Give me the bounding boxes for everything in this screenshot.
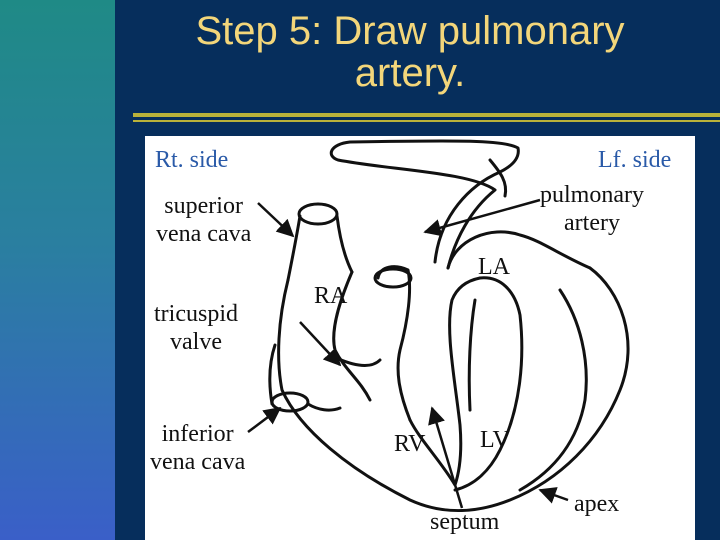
- pulmonary-artery-label: pulmonary artery: [540, 181, 644, 237]
- superior-vena-cava-opening: [297, 202, 339, 226]
- apex-label: apex: [574, 491, 620, 517]
- aorta-inner-loop: [376, 265, 412, 422]
- title-divider-thin: [133, 120, 720, 122]
- arrow-superior-vena-cava: [257, 202, 295, 238]
- superior-vena-cava-label-line2: vena cava: [156, 221, 252, 247]
- left-ventricle-inner: [453, 276, 524, 492]
- left-side-label: Lf. side: [598, 147, 672, 173]
- tricuspid-valve-label: tricuspid valve: [154, 300, 238, 356]
- slide-title: Step 5: Draw pulmonary artery.: [130, 10, 690, 94]
- pulmonary-artery-label-line2: artery: [564, 210, 620, 236]
- superior-vena-cava-label-line1: superior: [164, 193, 243, 219]
- left-atrium-outline: [446, 230, 592, 270]
- left-atrium-label: LA: [478, 254, 510, 280]
- arrow-tricuspid-valve: [299, 321, 342, 367]
- aortic-opening: [373, 267, 413, 289]
- inferior-vena-cava-label-line2: vena cava: [150, 449, 246, 475]
- right-ventricle-label: RV: [394, 431, 426, 457]
- heart-diagram-panel: [145, 136, 695, 540]
- inferior-vena-cava-label-line1: inferior: [161, 421, 234, 447]
- left-accent-band: [0, 0, 115, 540]
- tricuspid-valve-label-line2: valve: [170, 329, 222, 355]
- tricuspid-valve-label-line1: tricuspid: [154, 301, 238, 327]
- right-side-label: Rt. side: [155, 147, 229, 173]
- septum-wall: [408, 276, 482, 487]
- heart-outline-right: [277, 266, 630, 513]
- arrow-pulmonary-artery: [423, 198, 541, 237]
- left-ventricle-label: LV: [480, 427, 510, 453]
- superior-vena-cava-label: superior vena cava: [156, 192, 251, 248]
- title-divider-thick: [133, 113, 720, 117]
- slide-title-line1: Step 5: Draw pulmonary: [195, 9, 625, 53]
- septum-label: septum: [430, 509, 500, 535]
- slide-title-line2: artery.: [354, 51, 466, 95]
- right-atrium-label: RA: [314, 283, 348, 309]
- pulmonary-artery-label-line1: pulmonary: [540, 182, 644, 208]
- arrow-septum: [428, 406, 464, 509]
- inferior-vena-cava-label: inferior vena cava: [150, 420, 245, 476]
- arrow-inferior-vena-cava: [247, 406, 282, 433]
- arrow-apex: [538, 487, 569, 504]
